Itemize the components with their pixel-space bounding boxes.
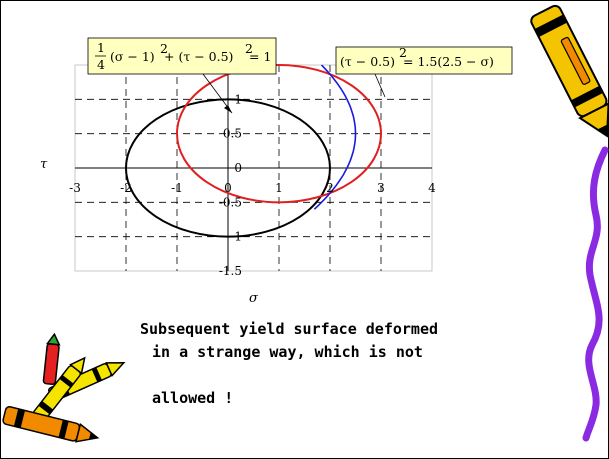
x-tick-label: -3 <box>69 181 81 195</box>
caption-line-1: Subsequent yield surface deformed <box>140 320 439 338</box>
caption-line-2: in a strange way, which is not <box>152 343 423 361</box>
x-tick-label: 2 <box>326 181 334 195</box>
eq1-exp2: 2 <box>245 41 253 56</box>
x-tick-label: 4 <box>428 181 436 195</box>
series-2-curve <box>313 64 357 210</box>
eq2-part1: (τ − 0.5) <box>340 54 395 69</box>
y-tick-label: -1 <box>230 230 242 244</box>
x-tick-label: 3 <box>377 181 385 195</box>
x-tick-label: 0 <box>224 181 232 195</box>
y-tick-label: -1.5 <box>219 264 242 278</box>
eq1-part1: (σ − 1) <box>110 49 155 64</box>
slide-caption: Subsequent yield surface deformed in a s… <box>140 318 460 410</box>
y-tick-label: 0.5 <box>223 127 242 141</box>
eq1-denominator: 4 <box>97 57 105 72</box>
x-axis-label: σ <box>249 291 259 306</box>
y-tick-label: 0 <box>234 161 242 175</box>
caption-line-3: allowed ! <box>152 389 234 407</box>
y-tick-label: 1 <box>234 92 242 106</box>
chart-grid <box>74 64 433 272</box>
y-axis-label: τ <box>40 157 48 172</box>
eq1-exp1: 2 <box>160 41 168 56</box>
red-label-arrowhead <box>224 105 232 113</box>
crayon-clipart-top-right <box>530 4 609 138</box>
series-0-curve <box>125 98 331 238</box>
purple-squiggle-decoration <box>582 146 609 442</box>
eq1-part2: + (τ − 0.5) <box>164 49 233 64</box>
x-tick-label: -1 <box>171 181 183 195</box>
eq2-part2: = 1.5(2.5 − σ) <box>403 54 494 69</box>
chart-curves <box>125 64 382 238</box>
blue-label-pointer <box>374 73 386 98</box>
y-tick-label: -0.5 <box>219 195 242 209</box>
red-curve-equation-label: 1 4 (σ − 1) 2 + (τ − 0.5) 2 = 1 <box>87 37 277 75</box>
x-tick-label: -2 <box>120 181 132 195</box>
series-1-curve <box>176 64 382 204</box>
crayons-clipart-bottom-left <box>2 332 126 443</box>
eq1-numerator: 1 <box>97 40 105 55</box>
blue-curve-equation-label: (τ − 0.5) 2 = 1.5(2.5 − σ) <box>335 45 513 75</box>
x-tick-label: 1 <box>275 181 283 195</box>
eq1-part3: = 1 <box>249 49 271 64</box>
eq2-exp: 2 <box>399 45 407 60</box>
